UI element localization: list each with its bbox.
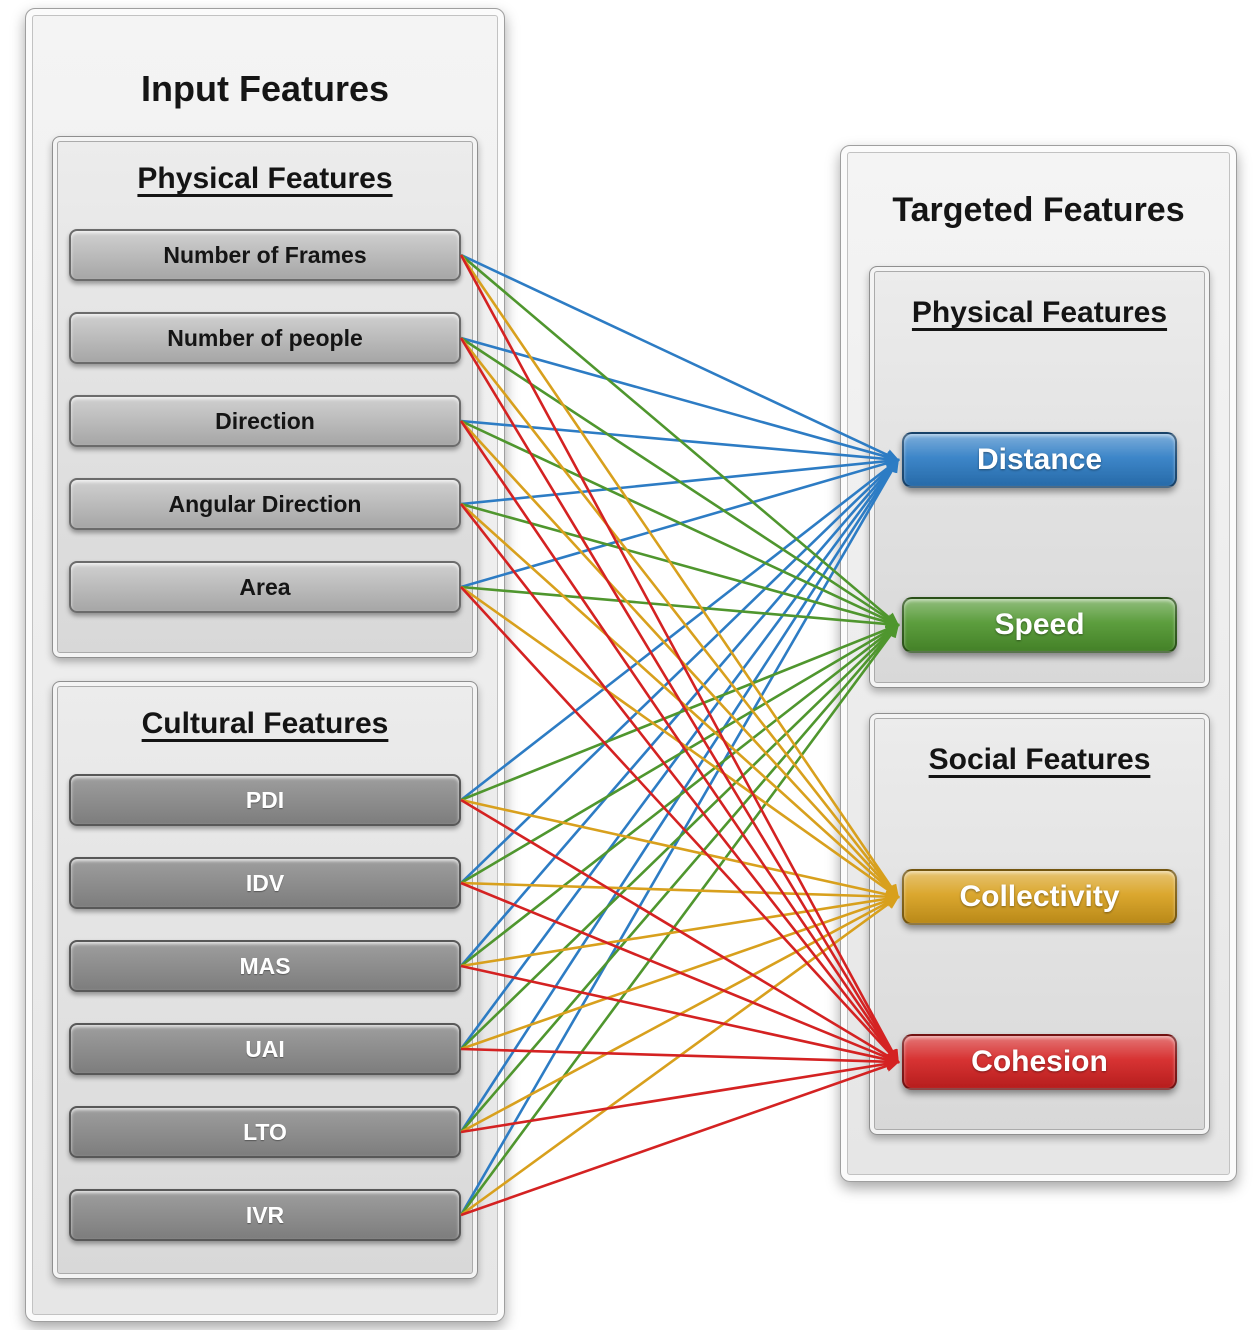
input-features-panel: Input Features Physical Features Number …	[25, 8, 505, 1322]
input-feature-uai: UAI	[69, 1023, 461, 1075]
input-physical-features-list: Number of Frames Number of people Direct…	[53, 229, 477, 613]
input-feature-direction: Direction	[69, 395, 461, 447]
input-physical-features-title: Physical Features	[137, 162, 393, 195]
input-feature-lto: LTO	[69, 1106, 461, 1158]
input-feature-ivr: IVR	[69, 1189, 461, 1241]
input-feature-mas: MAS	[69, 940, 461, 992]
input-feature-number-of-people: Number of people	[69, 312, 461, 364]
targeted-features-panel: Targeted Features Physical Features Dist…	[840, 145, 1237, 1182]
input-features-title: Input Features	[140, 68, 390, 109]
target-physical-features-title: Physical Features	[911, 296, 1168, 329]
input-cultural-features-title: Cultural Features	[141, 707, 389, 740]
input-feature-idv: IDV	[69, 857, 461, 909]
target-feature-cohesion: Cohesion	[902, 1034, 1177, 1090]
target-physical-features-group: Physical Features Distance Speed	[869, 266, 1210, 688]
target-feature-collectivity: Collectivity	[902, 869, 1177, 925]
target-feature-distance: Distance	[902, 432, 1177, 488]
input-feature-number-of-frames: Number of Frames	[69, 229, 461, 281]
input-cultural-features-group: Cultural Features PDI IDV MAS UAI LTO IV…	[52, 681, 478, 1279]
targeted-features-title: Targeted Features	[892, 191, 1185, 229]
target-feature-speed: Speed	[902, 597, 1177, 653]
target-social-features-title: Social Features	[928, 743, 1151, 776]
input-feature-area: Area	[69, 561, 461, 613]
input-feature-pdi: PDI	[69, 774, 461, 826]
input-cultural-features-list: PDI IDV MAS UAI LTO IVR	[53, 774, 477, 1241]
target-social-features-group: Social Features Collectivity Cohesion	[869, 713, 1210, 1135]
input-feature-angular-direction: Angular Direction	[69, 478, 461, 530]
input-physical-features-group: Physical Features Number of Frames Numbe…	[52, 136, 478, 658]
